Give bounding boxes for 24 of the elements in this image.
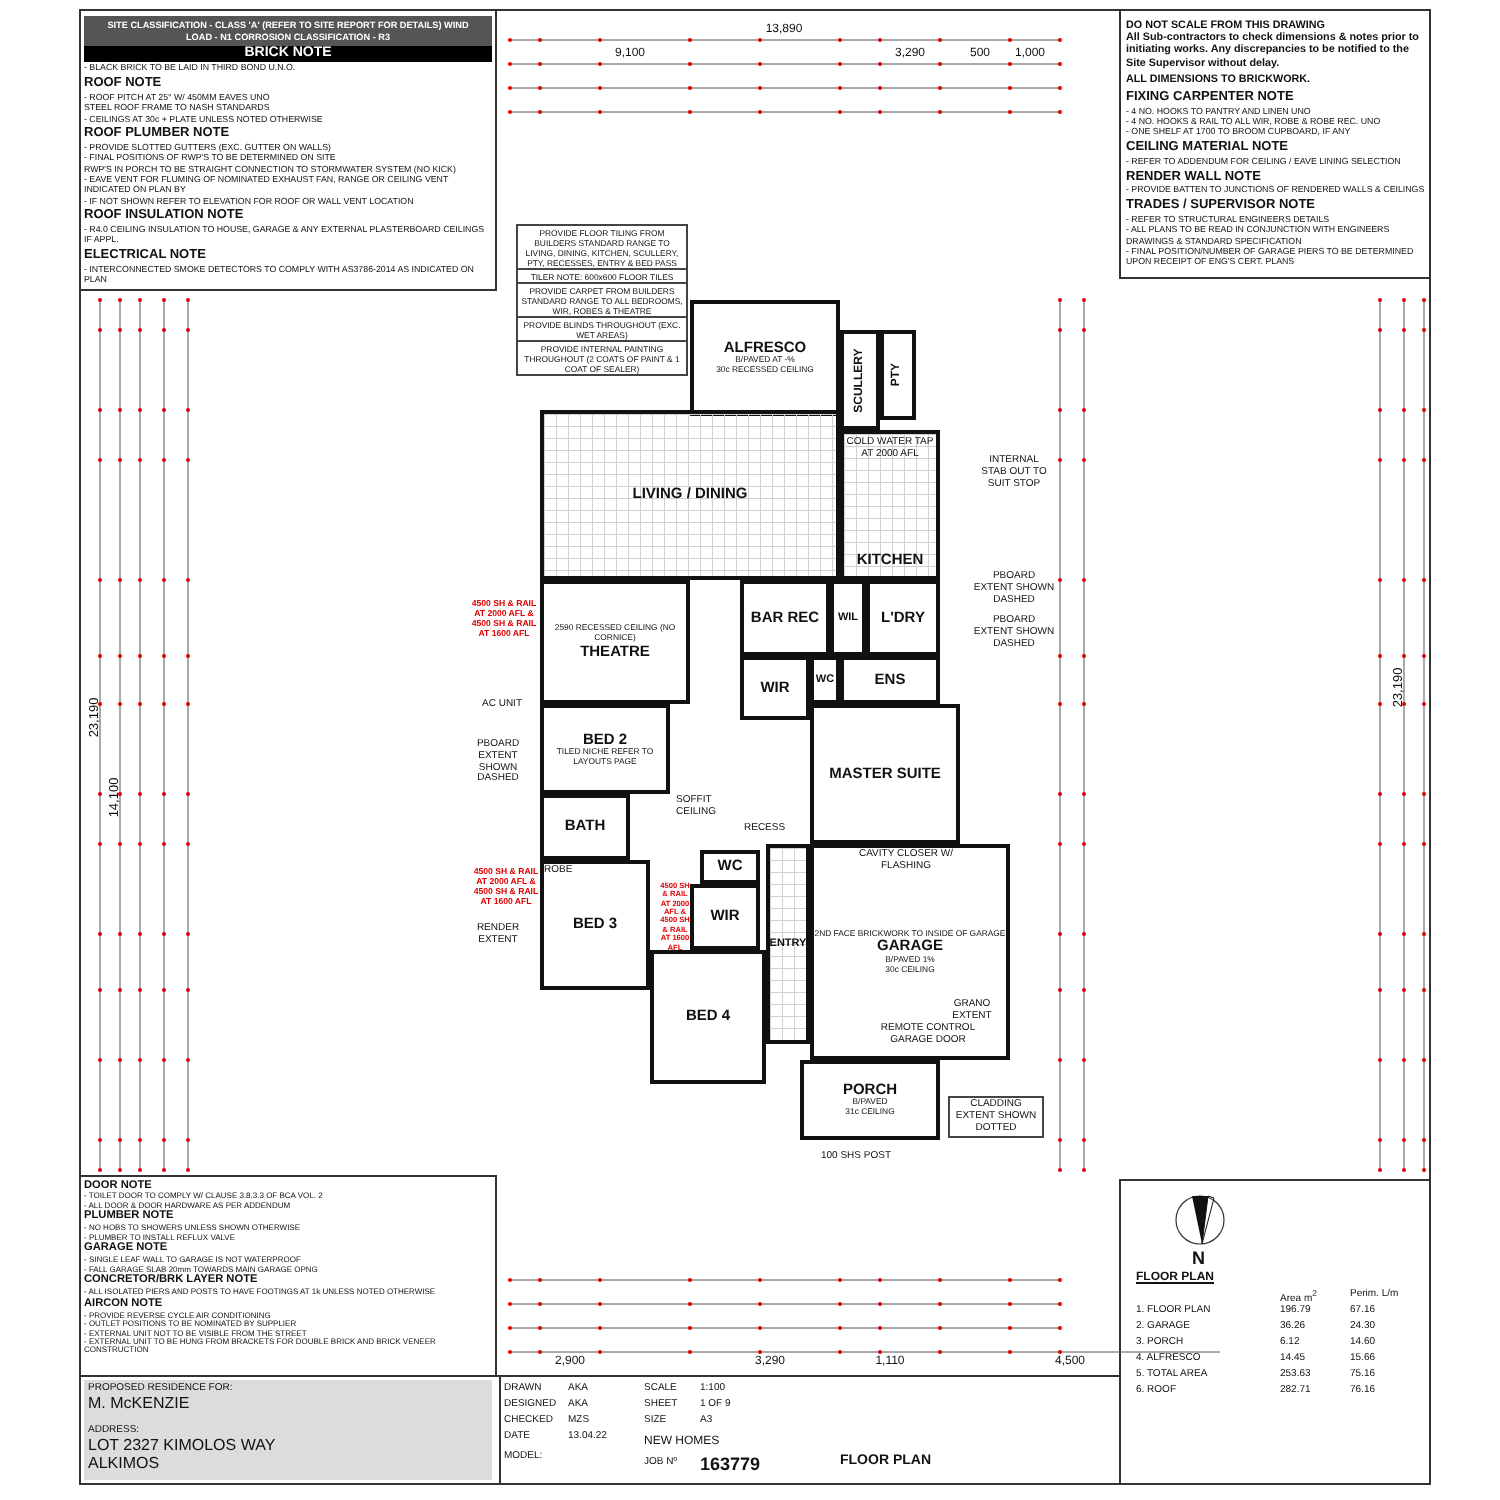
room-outline [800, 1060, 940, 1140]
room-outline [540, 794, 630, 860]
room-outline [810, 844, 1010, 1060]
north-label: N [1192, 1248, 1207, 1269]
title-text: M. McKENZIE [88, 1394, 192, 1414]
title-text: LOT 2327 KIMOLOS WAY [88, 1435, 278, 1455]
room-outline [650, 950, 766, 1084]
room-outline [866, 580, 940, 656]
room-outline [880, 330, 916, 420]
room-outline [830, 580, 866, 656]
room-outline [810, 656, 840, 704]
title-text: ALKIMOS [88, 1454, 162, 1474]
room-outline [840, 656, 940, 704]
room-outline [810, 704, 960, 844]
room-outline [540, 704, 670, 794]
title-block-text: 163779 [700, 1454, 763, 1475]
room-outline [740, 656, 810, 720]
room-outline [690, 300, 840, 416]
room-outline [766, 844, 810, 1044]
room-outline [740, 580, 830, 656]
room-outline [840, 430, 940, 580]
room-outline [540, 410, 840, 580]
room-outline [840, 330, 880, 430]
room-outline [700, 850, 760, 884]
